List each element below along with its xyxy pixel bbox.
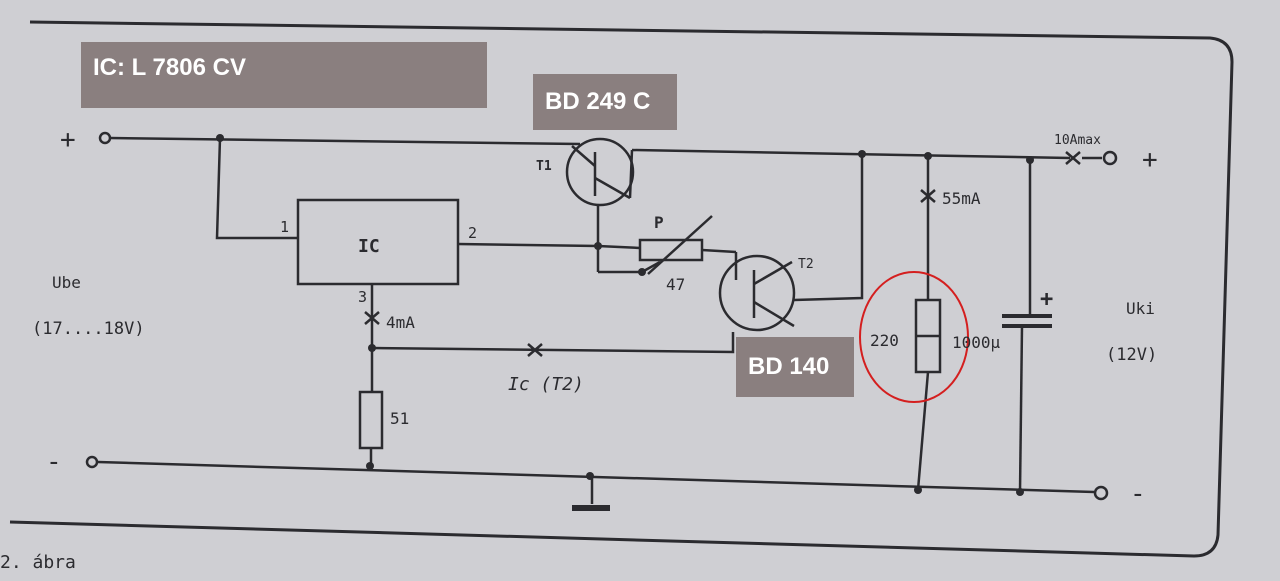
t1-type-overlay: BD 249 C [533,74,677,130]
ammeter-mark-4ma [364,311,380,325]
input-plus-label: + [60,125,76,155]
pot-value-label: 47 [666,275,685,294]
pot-left-wire [597,244,641,250]
ic-type-overlay: IC: L 7806 CV [81,42,487,108]
bottom-rail-wire [97,460,1095,494]
output-plus-terminal [1102,150,1118,166]
fuse-mark [1065,151,1081,165]
input-range-label: (17....18V) [32,319,145,339]
ic-pin2-label: 2 [468,224,477,242]
t2-base-wire [371,332,735,354]
t2-type-overlay: BD 140 [736,337,854,397]
ic-body [296,198,460,286]
output-minus-terminal [1093,485,1109,501]
output-plus-label: + [1142,145,1158,175]
current-4ma-label: 4mA [386,313,415,332]
t2-transistor [718,254,796,332]
input-minus-label: - [46,447,62,477]
input-plus-terminal [98,131,112,145]
cap-value-label: 1000μ [952,333,1001,352]
t1-label: T1 [536,159,552,174]
t1-transistor [565,137,635,207]
top-rail-wire [109,136,581,146]
figure-caption: 2. ábra [0,552,76,573]
t2-label: T2 [798,257,814,272]
current-55ma-label: 55mA [942,189,981,208]
potentiometer [638,238,704,262]
ic-pin1-label: 1 [280,218,289,236]
ic-label: IC [358,236,380,257]
ic-pin3-label: 3 [358,288,367,306]
pot-p-label: P [654,213,664,232]
u-be-label: Ube [52,273,81,292]
t2-collector-wire [793,152,864,302]
schematic-frame [9,20,1234,558]
pot-arrow-line [647,215,713,275]
highlight-circle [859,271,969,403]
ammeter-mark-55ma [920,189,936,203]
fuse-label: 10Amax [1054,133,1101,148]
cap-plus-label: + [1040,287,1053,312]
ic-pin1-wire [215,137,298,240]
output-minus-label: - [1130,479,1146,509]
ic-pin2-wire [457,242,599,248]
u-ki-label: Uki [1126,299,1155,318]
t1-collector-wire [631,148,1071,160]
current-ic-label: Ic (T2) [508,374,584,395]
input-minus-terminal [85,455,99,469]
ammeter-mark-ic [527,343,543,357]
resistor-51-label: 51 [390,409,409,428]
resistor-51 [358,390,384,450]
resistor-220-label: 220 [870,331,899,350]
output-voltage-label: (12V) [1106,345,1157,365]
